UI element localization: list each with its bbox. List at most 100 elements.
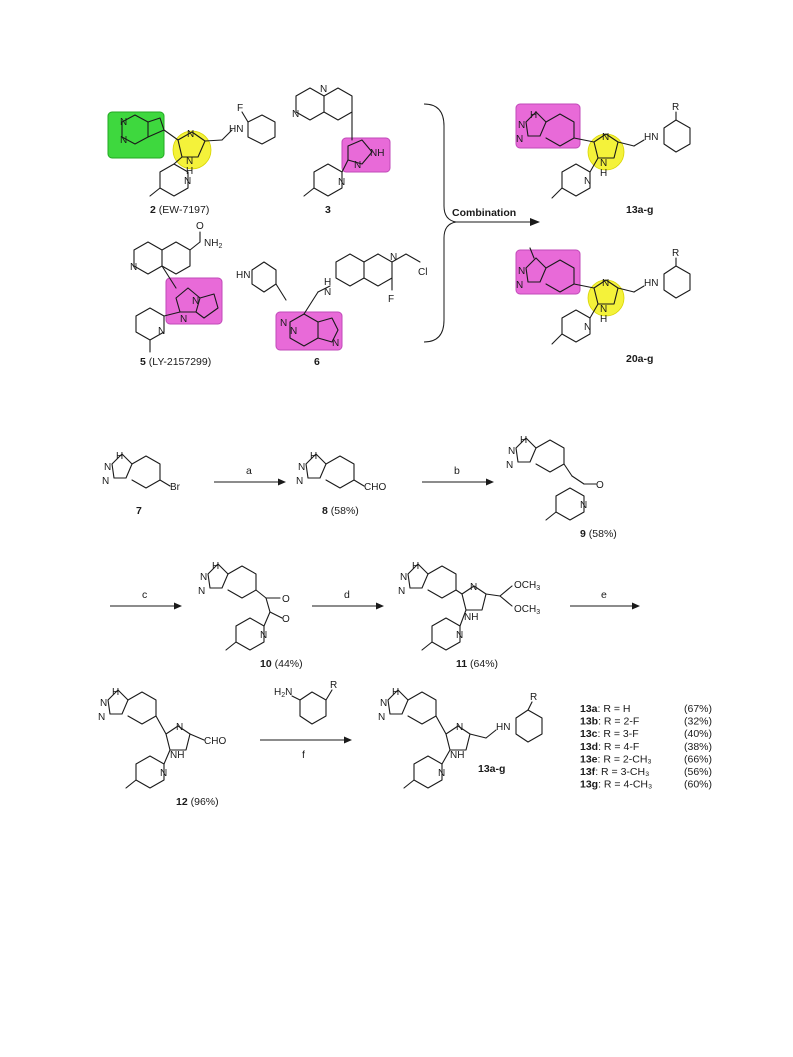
- atom-r: R: [330, 680, 337, 691]
- step-a-label: a: [246, 465, 252, 477]
- atom-n: N: [200, 572, 207, 583]
- yield-row: 13c: R = 3-F: [580, 728, 639, 740]
- atom-n: N: [508, 446, 515, 457]
- atom-h: H: [310, 451, 317, 462]
- compound-13ag-final-structure: H N N N NH HN R N 13a-g: [378, 687, 543, 789]
- yield-row-value: (60%): [684, 779, 712, 791]
- atom-och3: OCH: [514, 604, 536, 615]
- compound-9-yield: (58%): [589, 528, 617, 540]
- compound-3-structure: N N NH N N 3: [292, 84, 391, 216]
- subscript: 2: [218, 243, 222, 250]
- atom-hn: HN: [496, 722, 510, 733]
- atom-n: N: [296, 476, 303, 487]
- svg-text:12 (96%): 12 (96%): [176, 796, 219, 808]
- compound-7-number: 7: [136, 505, 142, 517]
- svg-text:9 (58%): 9 (58%): [580, 528, 617, 540]
- yield-row: 13e: R = 2-CH₃: [580, 753, 652, 765]
- atom-n: N: [438, 768, 445, 779]
- atom-h: H: [116, 451, 123, 462]
- compound-8-number: 8: [322, 505, 328, 517]
- subscript: 3: [536, 585, 540, 592]
- svg-text:H2N: H2N: [274, 687, 292, 699]
- atom-h: H: [600, 168, 607, 179]
- atom-n: N: [584, 322, 591, 333]
- atom-n: N: [518, 266, 525, 277]
- atom-f: F: [388, 294, 394, 305]
- atom-n: N: [600, 304, 607, 315]
- atom-hn: HN: [229, 124, 243, 135]
- atom-h: H: [412, 561, 419, 572]
- atom-n: N: [192, 296, 199, 307]
- atom-n: N: [456, 722, 463, 733]
- yield-row-id: 13b: [580, 716, 598, 728]
- compound-20ag-structure: N N N N H HN R N 20a-g: [515, 247, 691, 365]
- atom-h: H: [600, 314, 607, 325]
- atom-n: N: [100, 698, 107, 709]
- atom-n: N: [584, 176, 591, 187]
- yield-row-id: 13a: [580, 703, 598, 715]
- atom-n: N: [260, 630, 267, 641]
- atom-cl: Cl: [418, 267, 427, 278]
- yield-row-substituent: : R = 4-F: [598, 741, 639, 753]
- yield-row-substituent: : R = 2-F: [598, 716, 639, 728]
- yield-row-id: 13g: [580, 779, 598, 791]
- atom-n: N: [120, 117, 127, 128]
- atom-h: H: [212, 561, 219, 572]
- atom-o: O: [282, 614, 290, 625]
- yield-row: 13f: R = 3-CH₃: [580, 766, 649, 778]
- compound-5-name: (LY-2157299): [149, 356, 211, 368]
- atom-n: N: [158, 326, 165, 337]
- yield-row-value: (32%): [684, 716, 712, 728]
- atom-n: N: [292, 109, 299, 120]
- atom-n: N: [470, 582, 477, 593]
- compound-10-structure: H N N O O N 10 (44%): [198, 561, 303, 670]
- yield-row-substituent: : R = 3-F: [598, 728, 639, 740]
- atom-hn: HN: [236, 270, 250, 281]
- compound-6-structure: HN H N N N N N Cl F 6: [236, 252, 427, 368]
- atom-n: N: [378, 712, 385, 723]
- svg-text:10 (44%): 10 (44%): [260, 658, 303, 670]
- atom-o: O: [596, 480, 604, 491]
- atom-hn: HN: [644, 278, 658, 289]
- atom-nh2: NH: [204, 238, 218, 249]
- atom-nh: NH: [450, 750, 464, 761]
- step-d-label: d: [344, 589, 350, 601]
- atom-h: H: [186, 166, 193, 177]
- yield-row: 13d: R = 4-F: [580, 741, 639, 753]
- atom-n: N: [198, 586, 205, 597]
- yield-row: 13a: R = H: [580, 703, 631, 715]
- yield-row-value: (66%): [684, 753, 712, 765]
- subscript: 2: [281, 692, 285, 699]
- atom-r: R: [672, 248, 679, 259]
- atom-n: N: [580, 500, 587, 511]
- svg-text:5 (LY-2157299): 5 (LY-2157299): [140, 356, 211, 368]
- atom-n: N: [380, 698, 387, 709]
- atom-n: N: [516, 134, 523, 145]
- yield-row-substituent: : R = 2-CH₃: [598, 753, 652, 765]
- atom-n: N: [285, 687, 292, 698]
- pink-highlight: [515, 249, 581, 295]
- atom-h2n: H: [274, 687, 281, 698]
- atom-n: N: [456, 630, 463, 641]
- compound-13ag-top-structure: H N N N N H HN R N 13a-g: [515, 102, 691, 216]
- svg-text:2 (EW-7197): 2 (EW-7197): [150, 204, 209, 216]
- yield-row-substituent: : R = H: [598, 703, 631, 715]
- atom-hn: HN: [644, 132, 658, 143]
- atom-n: N: [98, 712, 105, 723]
- compound-12-yield: (96%): [191, 796, 219, 808]
- yield-row: 13g: R = 4-CH₃: [580, 779, 652, 791]
- atom-n: N: [102, 476, 109, 487]
- subscript: 3: [536, 609, 540, 616]
- pink-highlight: [515, 103, 581, 149]
- compound-11-yield: (64%): [470, 658, 498, 670]
- compound-6-number: 6: [314, 356, 320, 368]
- atom-h: H: [530, 110, 537, 121]
- compound-13ag-top-number: 13a-g: [626, 204, 653, 216]
- svg-text:OCH3: OCH3: [514, 604, 540, 616]
- atom-nh: N: [186, 156, 193, 167]
- atom-h: H: [112, 687, 119, 698]
- compound-8-yield: (58%): [331, 505, 359, 517]
- atom-r: R: [530, 692, 537, 703]
- yield-row-value: (40%): [684, 728, 712, 740]
